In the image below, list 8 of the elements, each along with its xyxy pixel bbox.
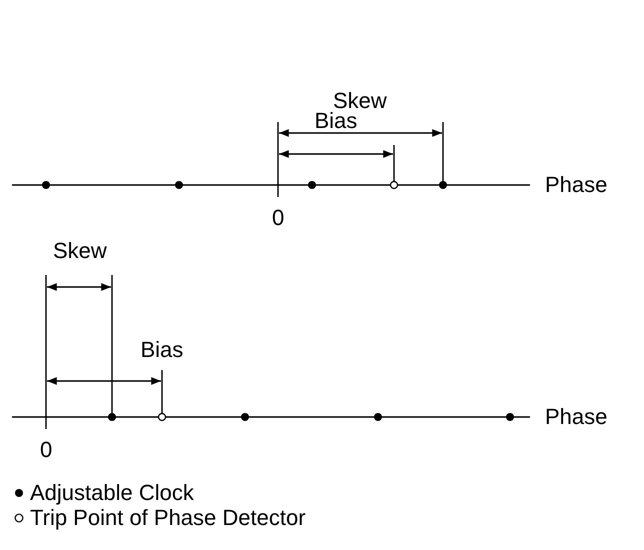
dimension-label: Bias (140, 337, 184, 363)
axis-label: Phase (545, 404, 608, 430)
dimension-label: Skew (53, 238, 107, 264)
zero-label: 0 (272, 205, 284, 231)
legend-text: Trip Point of Phase Detector (30, 505, 306, 531)
legend-text: Adjustable Clock (30, 480, 194, 506)
axis-label: Phase (545, 172, 608, 198)
zero-label: 0 (40, 437, 52, 463)
